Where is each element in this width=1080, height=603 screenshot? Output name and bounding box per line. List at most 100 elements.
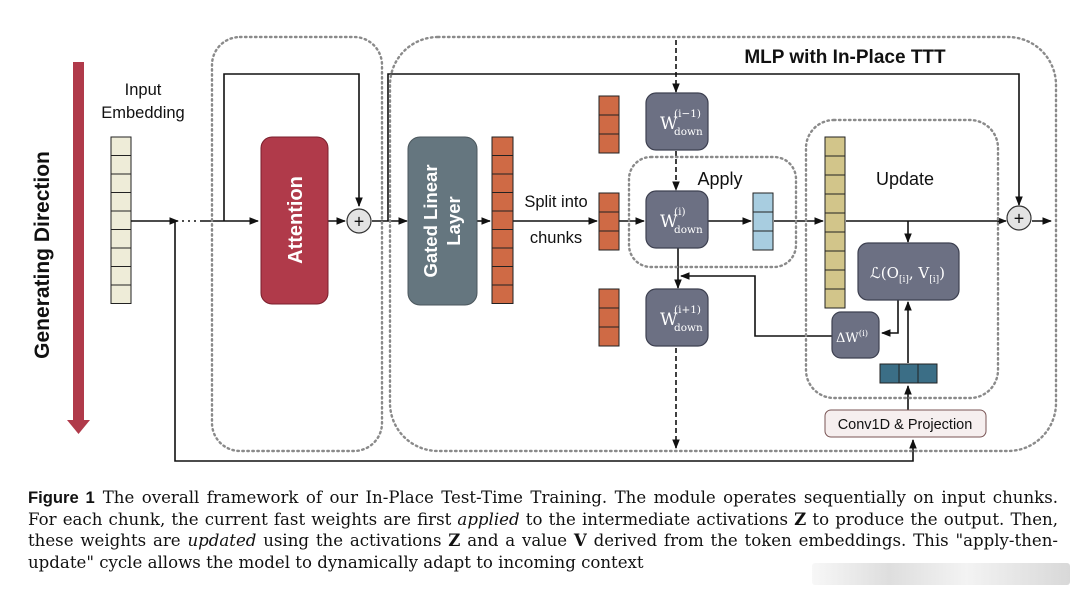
svg-text:down: down bbox=[674, 126, 703, 138]
svg-text:W: W bbox=[660, 310, 678, 330]
update-activations-vector bbox=[824, 136, 846, 309]
vector-cell bbox=[898, 363, 919, 384]
projected-value-vector bbox=[879, 363, 938, 384]
vector-cell bbox=[752, 230, 774, 251]
vector-cell bbox=[491, 155, 514, 175]
vector-cell bbox=[752, 211, 774, 232]
caption-symbol-z: Z bbox=[448, 530, 461, 550]
vector-cell bbox=[824, 269, 846, 290]
generating-direction-label: Generating Direction bbox=[31, 151, 54, 359]
vector-cell bbox=[598, 326, 620, 347]
vector-cell bbox=[598, 288, 620, 309]
dotted-groups bbox=[210, 35, 1058, 453]
residual-add-node-2: + bbox=[1006, 205, 1032, 231]
vector-cell bbox=[110, 284, 132, 304]
vector-cell bbox=[824, 136, 846, 157]
input-embedding-label-line2: Embedding bbox=[101, 104, 184, 122]
vector-cell bbox=[824, 155, 846, 176]
chunk-next bbox=[598, 288, 620, 347]
attention-group bbox=[210, 35, 384, 453]
apply-label: Apply bbox=[697, 169, 742, 189]
caption-text: derived from the token embeddings. This … bbox=[28, 531, 1058, 572]
split-label-line2: chunks bbox=[530, 229, 582, 247]
svg-text:Conv1D & Projection: Conv1D & Projection bbox=[838, 417, 973, 433]
loss-box: ℒ(O[i], V[i]) bbox=[857, 242, 960, 301]
gated-linear-label-line1: Gated Linear bbox=[420, 164, 441, 277]
vector-cell bbox=[491, 192, 514, 212]
mlp-title: MLP with In-Place TTT bbox=[744, 47, 946, 68]
caption-text: to produce the output. Then, these weigh… bbox=[28, 509, 1059, 551]
caption-emphasis-updated: updated bbox=[187, 531, 257, 550]
caption-symbol-z: Z bbox=[794, 508, 807, 529]
svg-text:ΔW(i): ΔW(i) bbox=[836, 328, 868, 346]
caption-symbol-v: V bbox=[573, 530, 587, 550]
vector-cell bbox=[491, 229, 514, 249]
vector-cell bbox=[598, 133, 620, 154]
update-group bbox=[804, 118, 1000, 400]
svg-text:W: W bbox=[660, 212, 678, 232]
svg-text:(i+1): (i+1) bbox=[674, 304, 701, 316]
caption-label: Figure 1 bbox=[28, 488, 95, 507]
svg-text:ℒ(O[i], V[i]): ℒ(O[i], V[i]) bbox=[870, 264, 945, 285]
caption-text: using the activations bbox=[256, 531, 449, 550]
input-embedding-vector bbox=[110, 136, 132, 304]
vector-cell bbox=[491, 247, 514, 267]
vector-cell bbox=[598, 307, 620, 328]
svg-text:down: down bbox=[674, 224, 703, 236]
vector-cell bbox=[824, 174, 846, 195]
vector-cell bbox=[598, 114, 620, 135]
output-vector bbox=[752, 192, 774, 251]
chunk-previous bbox=[598, 95, 620, 154]
gated-linear-label-line2: Layer bbox=[443, 196, 464, 245]
plus-icon: + bbox=[1014, 209, 1025, 229]
svg-text:down: down bbox=[674, 322, 703, 334]
vector-cell bbox=[110, 247, 132, 267]
vector-cell bbox=[491, 173, 514, 193]
caption-text: to the intermediate activations bbox=[519, 509, 795, 529]
attention-label: Attention bbox=[285, 176, 307, 264]
weight-box-current: W (i) down bbox=[645, 190, 709, 249]
gated-linear-layer-block bbox=[407, 136, 478, 306]
vector-cell bbox=[598, 192, 620, 213]
vector-cell bbox=[824, 193, 846, 214]
framework-diagram: Generating Direction Input Embedding bbox=[31, 35, 1058, 462]
chunk-current bbox=[598, 192, 620, 251]
vector-cell bbox=[824, 288, 846, 309]
vector-cell bbox=[491, 136, 514, 156]
connector-lines bbox=[131, 40, 1052, 462]
vector-cell bbox=[917, 363, 938, 384]
vector-cell bbox=[598, 95, 620, 116]
vector-cell bbox=[110, 155, 132, 175]
split-label-line1: Split into bbox=[524, 193, 587, 211]
input-embedding-label-line1: Input bbox=[125, 81, 162, 99]
vector-cell bbox=[824, 212, 846, 233]
svg-text:(i−1): (i−1) bbox=[674, 108, 701, 120]
vector-cell bbox=[110, 173, 132, 193]
svg-text:(i): (i) bbox=[674, 206, 686, 218]
generating-direction-arrow bbox=[67, 62, 90, 434]
vector-cell bbox=[110, 266, 132, 286]
attention-block bbox=[260, 136, 329, 305]
conv1d-projection-box: Conv1D & Projection bbox=[824, 409, 987, 438]
caption-text: and a value bbox=[460, 531, 574, 550]
mlp-group bbox=[388, 35, 1058, 453]
vector-cell bbox=[491, 210, 514, 230]
vector-cell bbox=[598, 211, 620, 232]
caption-emphasis-applied: applied bbox=[457, 509, 520, 529]
plus-icon: + bbox=[354, 212, 365, 232]
weight-box-prev: W (i−1) down bbox=[645, 92, 709, 151]
svg-text:W: W bbox=[660, 114, 678, 134]
vector-cell bbox=[110, 136, 132, 156]
residual-add-node-1: + bbox=[346, 208, 372, 234]
vector-cell bbox=[879, 363, 900, 384]
vector-cell bbox=[824, 250, 846, 271]
vector-cell bbox=[110, 210, 132, 230]
vector-cell bbox=[824, 231, 846, 252]
vector-cell bbox=[491, 284, 514, 304]
update-label: Update bbox=[876, 169, 934, 189]
vector-cell bbox=[491, 266, 514, 286]
caption-text: The overall framework of our In-Place Te… bbox=[28, 488, 1058, 529]
vector-cell bbox=[598, 230, 620, 251]
apply-group bbox=[627, 155, 798, 269]
